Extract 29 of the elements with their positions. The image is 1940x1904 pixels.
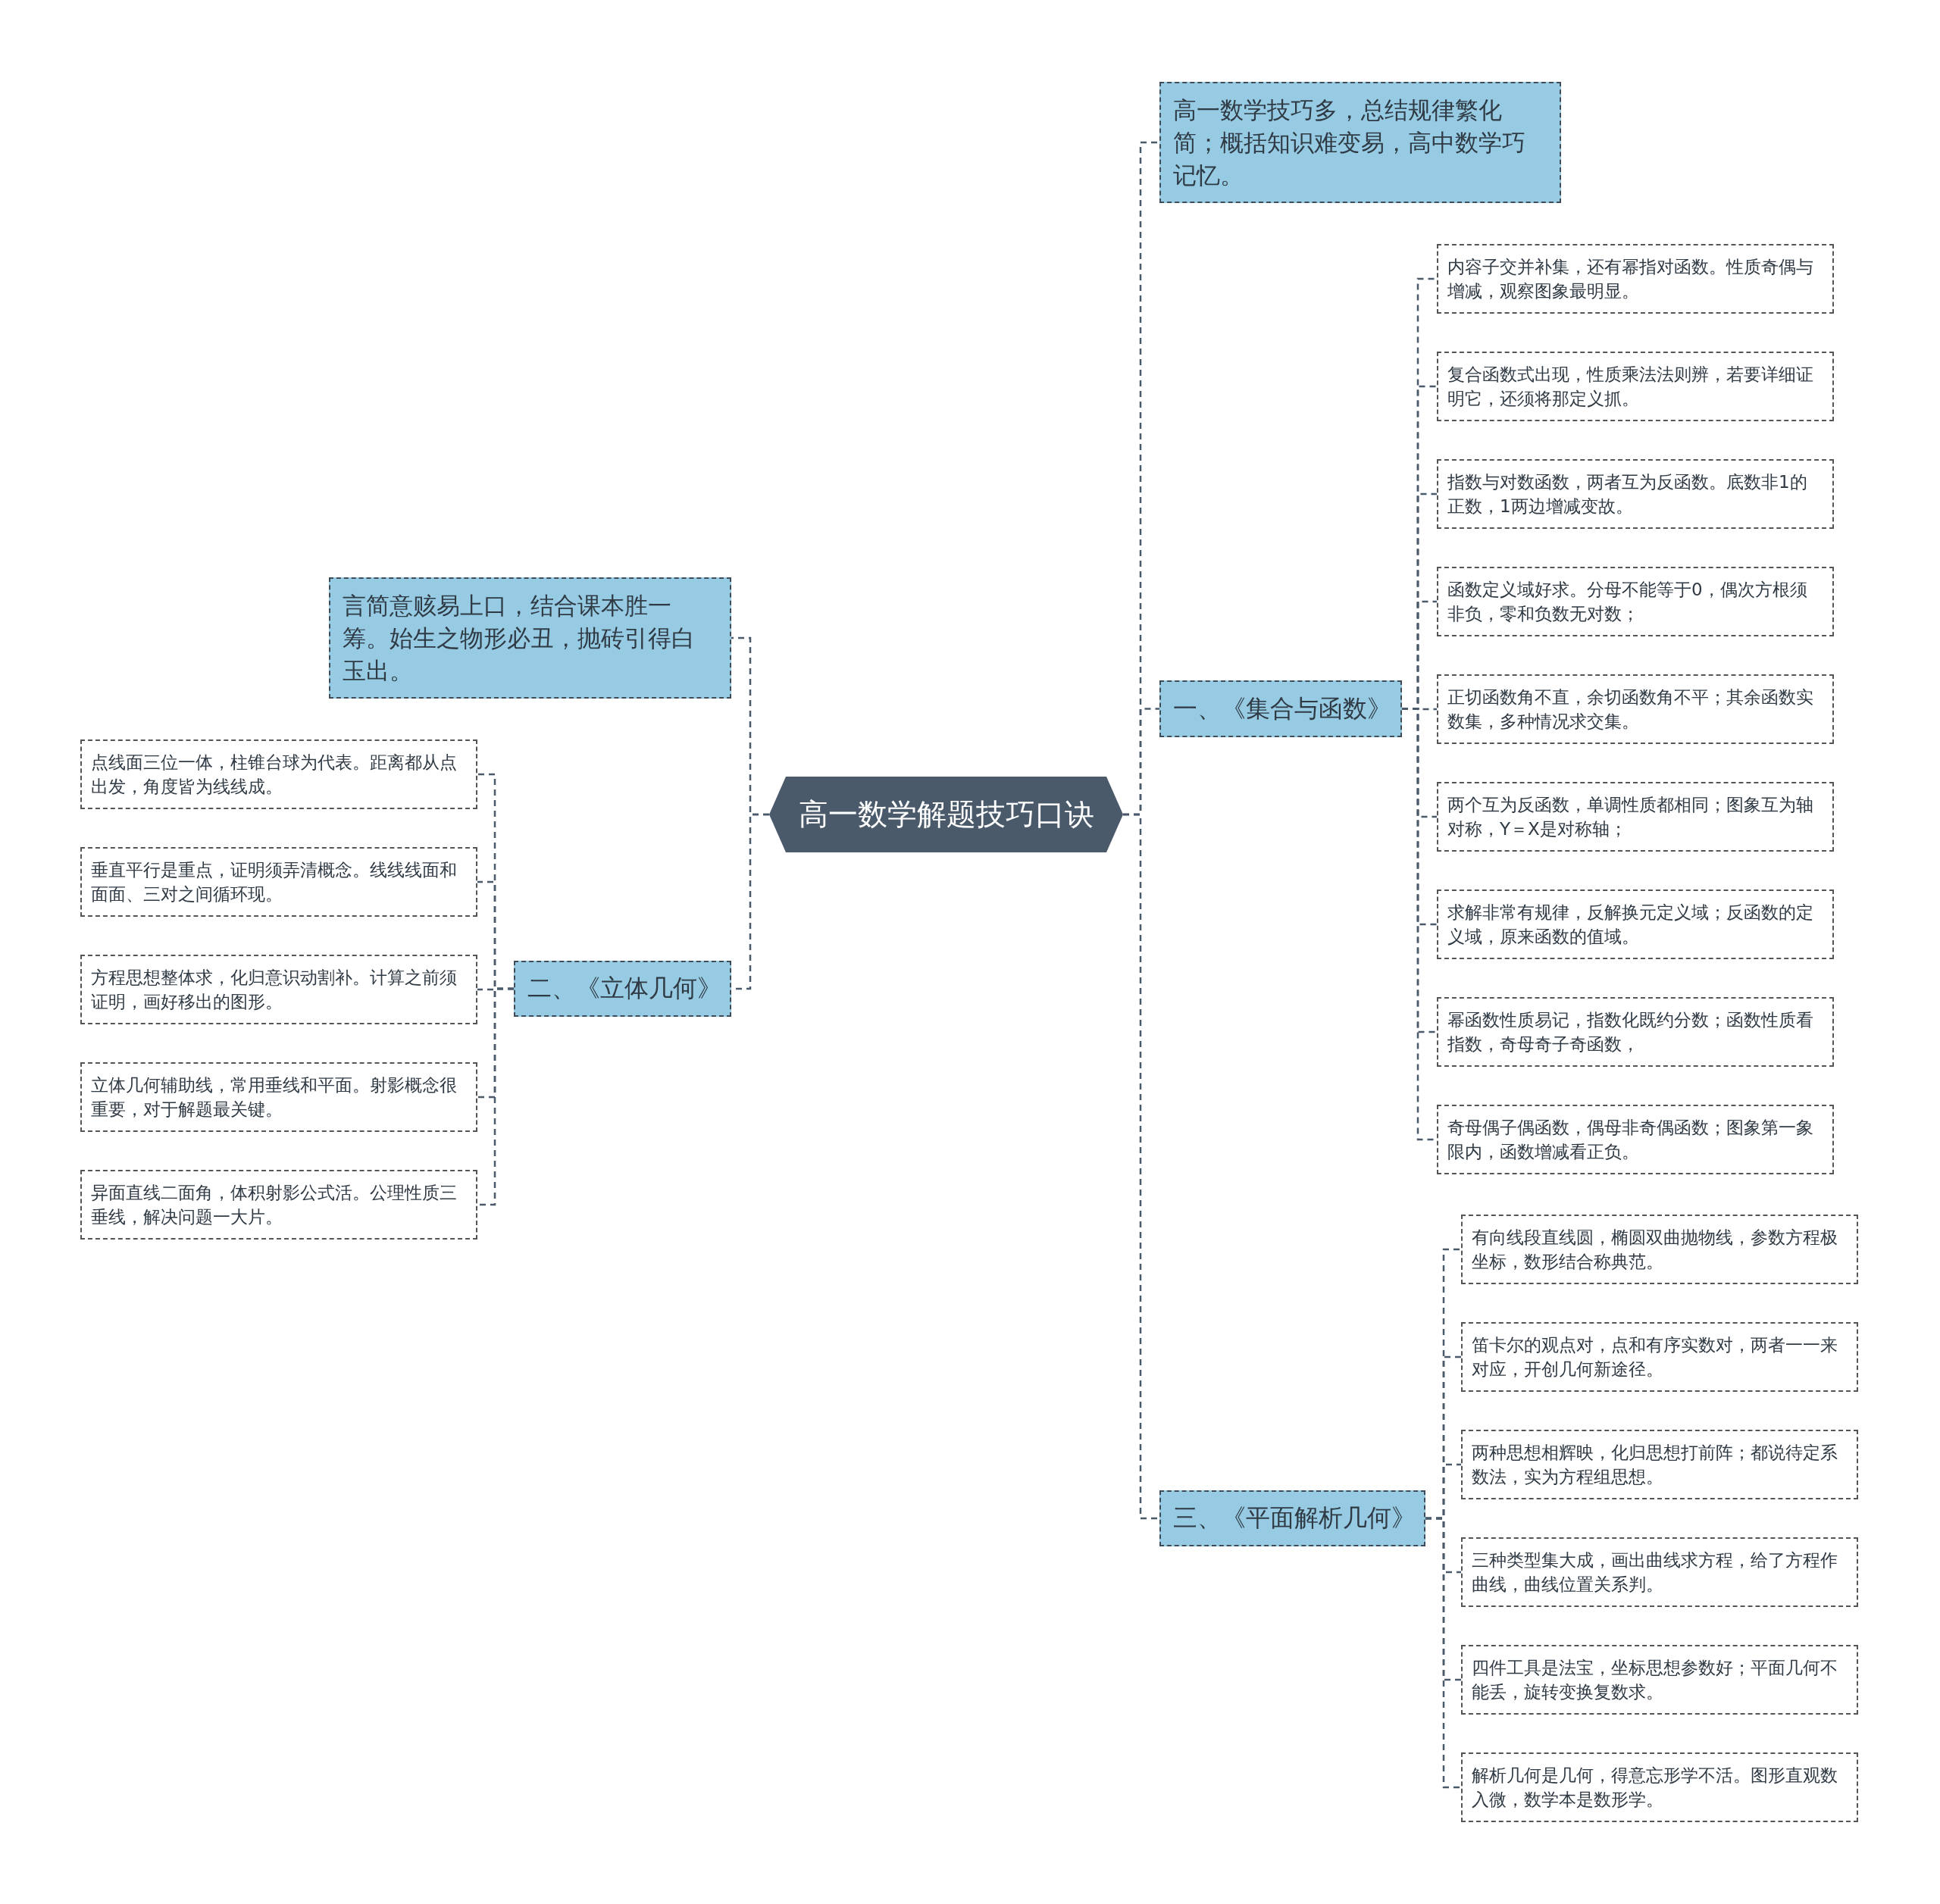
verse-box: 内容子交并补集，还有幂指对函数。性质奇偶与增减，观察图象最明显。 xyxy=(1437,244,1834,314)
branch-topic-box: 一、《集合与函数》 xyxy=(1159,680,1402,737)
summary-box: 高一数学技巧多，总结规律繁化简；概括知识难变易，高中数学巧记忆。 xyxy=(1159,82,1561,204)
verse-box: 指数与对数函数，两者互为反函数。底数非1的正数，1两边增减变故。 xyxy=(1437,459,1834,530)
verse-box: 四件工具是法宝，坐标思想参数好；平面几何不能丢，旋转变换复数求。 xyxy=(1461,1645,1858,1715)
verse-box: 正切函数角不直，余切函数角不平；其余函数实数集，多种情况求交集。 xyxy=(1437,674,1834,745)
verse-box: 垂直平行是重点，证明须弄清概念。线线线面和面面、三对之间循环现。 xyxy=(80,847,477,918)
verse-box: 笛卡尔的观点对，点和有序实数对，两者一一来对应，开创几何新途径。 xyxy=(1461,1322,1858,1393)
verse-box: 复合函数式出现，性质乘法法则辨，若要详细证明它，还须将那定义抓。 xyxy=(1437,352,1834,422)
verse-box: 异面直线二面角，体积射影公式活。公理性质三垂线，解决问题一大片。 xyxy=(80,1170,477,1240)
verse-box: 幂函数性质易记，指数化既约分数；函数性质看指数，奇母奇子奇函数， xyxy=(1437,997,1834,1068)
verse-box: 解析几何是几何，得意忘形学不活。图形直观数入微，数学本是数形学。 xyxy=(1461,1752,1858,1823)
central-topic-hexagon: 高一数学解题技巧口诀 xyxy=(769,777,1123,852)
verse-box: 两个互为反函数，单调性质都相同；图象互为轴对称，Y＝X是对称轴； xyxy=(1437,782,1834,852)
summary-box: 言简意赅易上口，结合课本胜一筹。始生之物形必丑，抛砖引得白玉出。 xyxy=(329,577,731,699)
verse-box: 方程思想整体求，化归意识动割补。计算之前须证明，画好移出的图形。 xyxy=(80,955,477,1025)
verse-box: 有向线段直线圆，椭圆双曲抛物线，参数方程极坐标，数形结合称典范。 xyxy=(1461,1215,1858,1285)
branch-topic-box: 三、《平面解析几何》 xyxy=(1159,1490,1425,1546)
verse-box: 点线面三位一体，柱锥台球为代表。距离都从点出发，角度皆为线线成。 xyxy=(80,739,477,810)
connector-line xyxy=(477,987,514,1206)
connector-line xyxy=(1123,813,1159,1520)
verse-box: 求解非常有规律，反解换元定义域；反函数的定义域，原来函数的值域。 xyxy=(1437,889,1834,960)
verse-box: 立体几何辅助线，常用垂线和平面。射影概念很重要，对于解题最关键。 xyxy=(80,1062,477,1133)
branch-topic-box: 二、《立体几何》 xyxy=(514,961,731,1017)
verse-box: 函数定义域好求。分母不能等于0，偶次方根须非负，零和负数无对数； xyxy=(1437,567,1834,637)
verse-box: 两种思想相辉映，化归思想打前阵；都说待定系数法，实为方程组思想。 xyxy=(1461,1430,1858,1500)
connector-line xyxy=(1425,1517,1461,1789)
verse-box: 三种类型集大成，画出曲线求方程，给了方程作曲线，曲线位置关系判。 xyxy=(1461,1537,1858,1608)
verse-box: 奇母偶子偶函数，偶母非奇偶函数；图象第一象限内，函数增减看正负。 xyxy=(1437,1105,1834,1175)
